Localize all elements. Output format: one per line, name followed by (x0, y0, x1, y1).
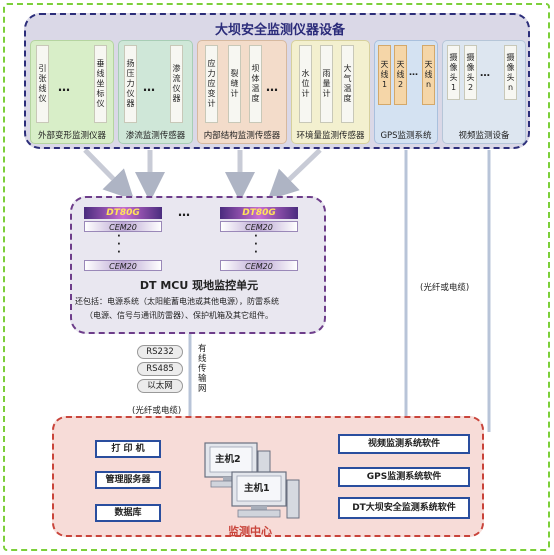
instrument-uplift: 扬压力仪器 (124, 45, 137, 123)
group-seepage-label: 渗流监测传感器 (125, 131, 186, 141)
printer-box: 打 印 机 (95, 440, 161, 458)
mcu-note-line2: （电源、信号与通讯防雷器）、保护机箱及其它组件。 (85, 311, 273, 320)
instrument-camera-2: 摄像头2 (464, 45, 477, 100)
instrument-camera-n: 摄像头n (504, 45, 517, 100)
dt80g-right: DT80G (220, 207, 298, 219)
group-deform-label: 外部变形监测仪器 (37, 131, 106, 141)
instrument-crack: 裂缝计 (228, 45, 241, 123)
protocol-rs232: RS232 (137, 345, 183, 359)
instrument-dam-temp: 坝体温度 (249, 45, 262, 123)
host1-label: 主机1 (244, 483, 270, 494)
instrument-rain-gauge: 雨量计 (320, 45, 333, 123)
fiber-label-right: (光纤或电缆) (420, 283, 470, 293)
arrow-env (267, 148, 322, 201)
ellipsis-2: … (143, 80, 156, 94)
database-box: 数据库 (95, 504, 161, 522)
host2-label: 主机2 (215, 454, 241, 465)
gps-software-box: GPS监测系统软件 (338, 467, 470, 487)
instrument-antenna-1: 天线1 (378, 45, 391, 105)
cem20-left-bottom: CEM20 (84, 260, 162, 271)
mcu-vdots-right: ··· (254, 231, 259, 258)
cem20-right-top: CEM20 (220, 221, 298, 232)
instrument-seepage: 渗流仪器 (170, 45, 183, 123)
protocol-rs485: RS485 (137, 362, 183, 376)
dt-software-box: DT大坝安全监测系统软件 (338, 497, 470, 519)
group-internal-label: 内部结构监测传感器 (203, 131, 281, 141)
group-env-label: 环境量监测传感器 (296, 131, 365, 141)
mcu-title: DT MCU 现地监控单元 (139, 279, 259, 292)
instrument-antenna-2: 天线2 (394, 45, 407, 105)
monitoring-center-title: 监测中心 (228, 525, 272, 538)
group-gps-label: GPS监测系统 (380, 131, 432, 141)
fiber-label-left: (光纤或电缆) (132, 406, 182, 416)
mcu-hdots: … (178, 205, 191, 219)
mcu-vdots-left: ··· (117, 231, 122, 258)
group-video-label: 视频监测设备 (458, 131, 510, 141)
wired-network-label: 有线传输网 (198, 344, 207, 394)
mcu-note-line1: 还包括：电源系统（太阳能蓄电池或其他电源），防雷系统 (75, 297, 279, 306)
instrument-strain: 应力应变计 (205, 45, 218, 123)
instruments-title: 大坝安全监测仪器设备 (214, 23, 345, 38)
ellipsis-1: … (58, 80, 71, 94)
protocol-ethernet: 以太网 (137, 379, 183, 393)
dt80g-left: DT80G (84, 207, 162, 219)
instrument-tension-wire: 引张线仪 (36, 45, 49, 123)
instrument-plumb: 垂线坐标仪 (94, 45, 107, 123)
host1-computer-icon (231, 471, 300, 519)
video-software-box: 视频监测系统软件 (338, 434, 470, 454)
instrument-water-level: 水位计 (299, 45, 312, 123)
ellipsis-5: … (409, 68, 419, 78)
server-box: 管理服务器 (95, 471, 161, 489)
cem20-left-top: CEM20 (84, 221, 162, 232)
instrument-air-temp: 大气温度 (341, 45, 354, 123)
arrow-deform (83, 148, 135, 201)
instrument-antenna-n: 天线n (422, 45, 435, 105)
ellipsis-6: … (480, 68, 491, 79)
instrument-camera-1: 摄像头1 (447, 45, 460, 100)
ellipsis-3: … (266, 80, 279, 94)
outer-frame (3, 3, 550, 551)
cem20-right-bottom: CEM20 (220, 260, 298, 271)
